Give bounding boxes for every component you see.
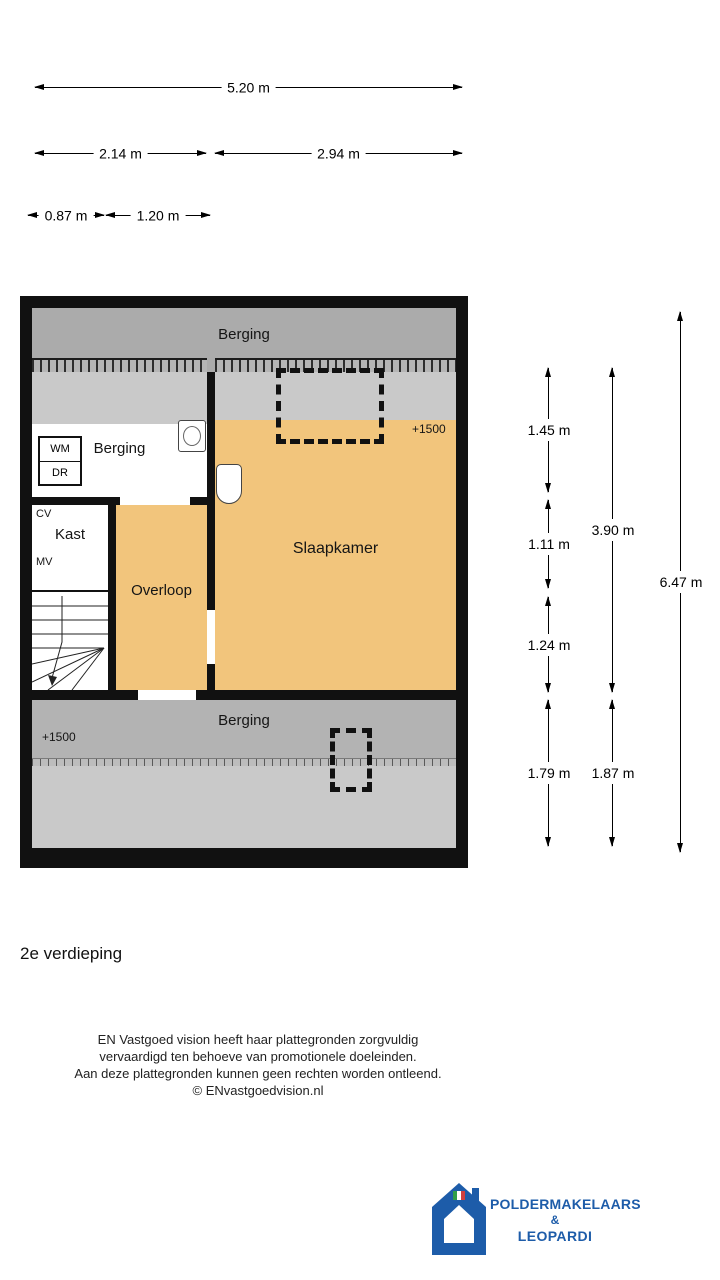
arrow-down-icon: [609, 837, 615, 847]
arrow-down-icon: [545, 683, 551, 693]
room-overloop: [116, 505, 207, 690]
arrow-up-icon: [609, 699, 615, 709]
dimension-label: 2.94 m: [311, 145, 366, 162]
dimension-v2: 1.11 m: [525, 499, 573, 589]
door-opening-slaapkamer: [207, 610, 215, 664]
room-berging-bottom: [32, 700, 456, 762]
arrow-down-icon: [677, 843, 683, 853]
arrow-up-icon: [677, 311, 683, 321]
dimension-v1: 1.45 m: [524, 367, 574, 493]
brand-logo: POLDERMAKELAARS & LEOPARDI: [428, 1180, 641, 1262]
dryer-label: DR: [52, 466, 68, 479]
disclaimer-line: EN Vastgoed vision heeft haar plattegron…: [97, 1032, 419, 1047]
knee-wall-hatch-right: [215, 358, 456, 372]
arrow-left-icon: [34, 150, 44, 156]
room-label-overloop: Overloop: [131, 582, 192, 599]
arrow-right-icon: [201, 212, 211, 218]
mv-label: MV: [36, 556, 53, 568]
arrow-left-icon: [34, 84, 44, 90]
room-label-berging-left: Berging: [93, 440, 146, 457]
arrow-up-icon: [545, 367, 551, 377]
floor-title: 2e verdieping: [20, 944, 123, 963]
dimension-label: 1.24 m: [524, 633, 574, 656]
room-berging-left-lowzone: [32, 372, 207, 424]
dimension-right-width: 2.94 m: [214, 145, 463, 162]
brand-name-bottom: LEOPARDI: [517, 1228, 593, 1244]
arrow-right-icon: [197, 150, 207, 156]
dimension-label: 1.87 m: [588, 762, 638, 784]
disclaimer: EN Vastgoed vision heeft haar plattegron…: [30, 1032, 486, 1100]
arrow-left-icon: [214, 150, 224, 156]
arrow-up-icon: [545, 499, 551, 509]
dimension-v3: 1.24 m: [524, 596, 574, 693]
washer-label: WM: [40, 438, 80, 462]
washer-dryer-unit: WM DR: [38, 436, 82, 486]
stairs-icon: [31, 596, 108, 691]
dimension-label: 1.20 m: [130, 207, 186, 224]
arrow-right-icon: [95, 212, 105, 218]
knee-wall-hatch-left: [32, 358, 207, 372]
door-opening-overloop-berging: [138, 690, 196, 700]
floorplan: WM DR Berging Berging CV Kast MV Overloo…: [20, 296, 468, 868]
dimension-v4: 1.79 m: [524, 699, 574, 847]
dimension-label: 6.47 m: [656, 571, 706, 593]
arrow-left-icon: [27, 212, 37, 218]
dimension-label: 3.90 m: [588, 519, 638, 541]
room-slaapkamer-lowzone: [215, 372, 456, 420]
brand-name: POLDERMAKELAARS & LEOPARDI: [490, 1196, 641, 1244]
arrow-right-icon: [453, 150, 463, 156]
dimension-label: 1.45 m: [524, 419, 574, 441]
arrow-up-icon: [545, 699, 551, 709]
roof-window-bottom: [330, 728, 372, 792]
toilet-icon: [216, 464, 242, 504]
arrow-down-icon: [609, 683, 615, 693]
room-kast: [32, 505, 108, 590]
disclaimer-line: vervaardigd ten behoeve van promotionele…: [99, 1048, 417, 1064]
sink-icon: [178, 420, 206, 452]
arrow-down-icon: [545, 579, 551, 589]
brand-name-top: POLDERMAKELAARS: [490, 1196, 641, 1212]
arrow-right-icon: [453, 84, 463, 90]
dimension-left-width: 2.14 m: [34, 145, 207, 162]
knee-wall-hatch-bottom: [32, 758, 456, 766]
room-label-kast: Kast: [54, 526, 85, 543]
height-marker-bottom: +1500: [42, 730, 76, 744]
arrow-down-icon: [545, 483, 551, 493]
dimension-small-right: 1.20 m: [105, 207, 211, 224]
dimension-label: 1.79 m: [524, 762, 574, 784]
disclaimer-line: © ENvastgoedvision.nl: [192, 1082, 324, 1098]
dimension-label: 2.14 m: [93, 145, 148, 162]
dimension-label: 0.87 m: [38, 207, 94, 224]
room-slaapkamer: [215, 420, 456, 690]
disclaimer-line: Aan deze plattegronden kunnen geen recht…: [74, 1065, 442, 1081]
room-label-berging-bottom: Berging: [218, 712, 270, 729]
dimension-total-width: 5.20 m: [34, 79, 463, 96]
dimension-label: 1.11 m: [525, 533, 573, 555]
brand-ampersand: &: [550, 1213, 560, 1227]
dimension-label: 5.20 m: [221, 79, 276, 96]
roof-window-top: [276, 368, 384, 444]
dimension-upper-total: 3.90 m: [588, 367, 638, 693]
cv-label: CV: [36, 508, 52, 520]
arrow-left-icon: [105, 212, 115, 218]
room-berging-bottom-lowzone: [32, 766, 456, 848]
dimension-total-height: 6.47 m: [656, 311, 706, 853]
staircase: [31, 592, 108, 691]
arrow-up-icon: [545, 596, 551, 606]
height-marker-top: +1500: [412, 422, 446, 436]
dimension-small-left: 0.87 m: [27, 207, 105, 224]
arrow-up-icon: [609, 367, 615, 377]
room-label-berging-top: Berging: [218, 326, 270, 343]
dimension-lower-total: 1.87 m: [588, 699, 638, 847]
room-label-slaapkamer: Slaapkamer: [292, 540, 379, 557]
door-opening-berging-overloop: [120, 497, 190, 505]
house-logo-icon: [432, 1183, 486, 1255]
arrow-down-icon: [545, 837, 551, 847]
